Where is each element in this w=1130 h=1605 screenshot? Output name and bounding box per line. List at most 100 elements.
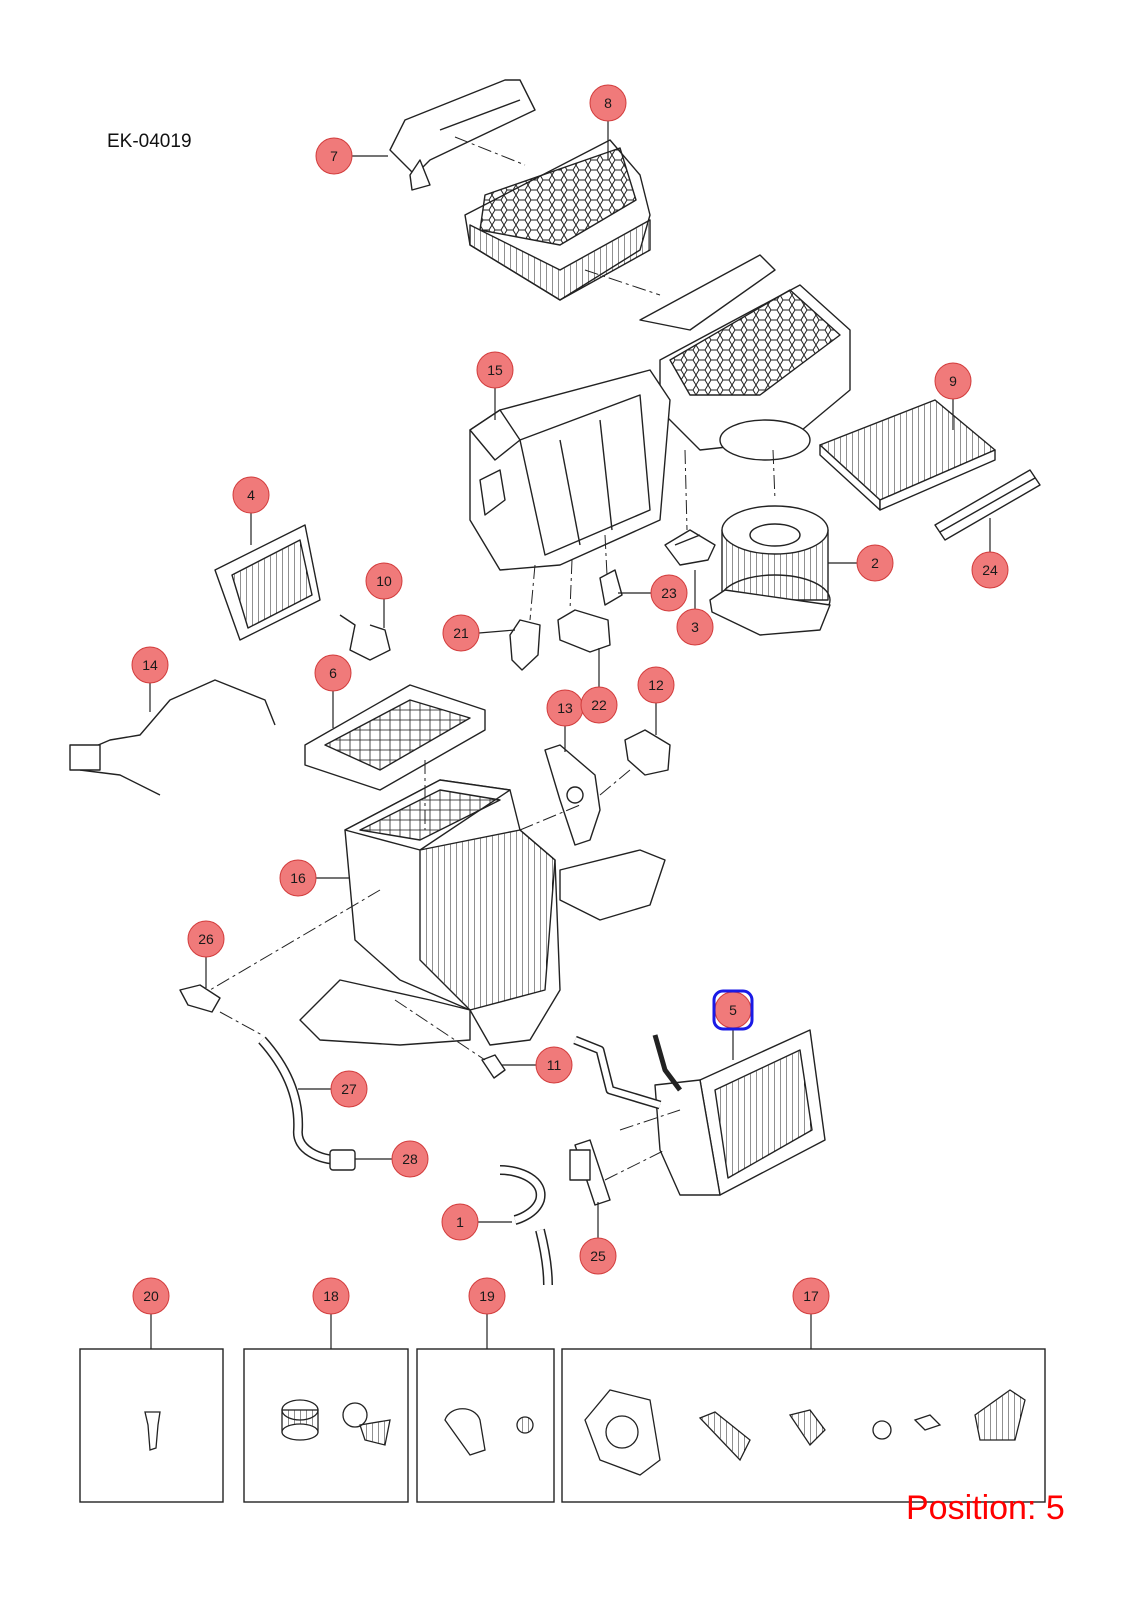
callout-1[interactable]: 1: [441, 1203, 479, 1241]
callout-6[interactable]: 6: [314, 654, 352, 692]
heater-case-part: [469, 369, 671, 571]
callout-label-9: 9: [949, 373, 957, 389]
callout-2[interactable]: 2: [856, 544, 894, 582]
kit-box-17: [561, 1348, 1046, 1503]
callout-11[interactable]: 11: [535, 1046, 573, 1084]
callout-label-8: 8: [604, 95, 612, 111]
callout-label-13: 13: [557, 700, 573, 716]
kit-box-19: [416, 1348, 555, 1503]
callout-23[interactable]: 23: [650, 574, 688, 612]
blower-motor-part: [709, 505, 831, 636]
callout-label-24: 24: [982, 562, 998, 578]
callout-label-12: 12: [648, 677, 664, 693]
callout-28[interactable]: 28: [391, 1140, 429, 1178]
callout-label-7: 7: [330, 148, 338, 164]
upper-blower-housing-part: [464, 139, 651, 301]
callout-label-10: 10: [376, 573, 392, 589]
callout-27[interactable]: 27: [330, 1070, 368, 1108]
callout-label-14: 14: [142, 657, 158, 673]
callout-3[interactable]: 3: [676, 608, 714, 646]
callout-8[interactable]: 8: [589, 84, 627, 122]
mounting-plate-part: [544, 744, 601, 846]
explode-lines: [209, 136, 776, 1181]
diagram-reference: EK-04019: [107, 131, 192, 152]
mode-actuator-part: [624, 729, 671, 776]
callout-circle-26: [187, 920, 225, 958]
kit-box-18: [243, 1348, 409, 1503]
callout-14[interactable]: 14: [131, 646, 169, 684]
callout-circle-9: [934, 362, 972, 400]
callout-24[interactable]: 24: [971, 551, 1009, 589]
callout-label-27: 27: [341, 1081, 357, 1097]
callout-label-28: 28: [402, 1151, 418, 1167]
kit-18-gears: [281, 1399, 391, 1446]
callout-circle-16: [279, 859, 317, 897]
valve-bracket-part: [569, 1139, 611, 1206]
evaporator-core-part: [654, 1029, 826, 1196]
blower-housing-part: [639, 254, 851, 461]
callout-circle-10: [365, 562, 403, 600]
callout-label-23: 23: [661, 585, 677, 601]
callout-label-26: 26: [198, 931, 214, 947]
callout-label-18: 18: [323, 1288, 339, 1304]
callout-label-21: 21: [453, 625, 469, 641]
callout-21[interactable]: 21: [442, 614, 480, 652]
callout-19[interactable]: 19: [468, 1277, 506, 1315]
callout-circle-24: [971, 551, 1009, 589]
callout-13[interactable]: 13: [546, 689, 584, 727]
callout-label-2: 2: [871, 555, 879, 571]
refrigerant-lines-part: [573, 1034, 682, 1110]
filter-frame-part: [304, 684, 486, 791]
duct-bracket-part-22: [557, 609, 611, 653]
cabin-filter-part: [819, 399, 996, 511]
callout-10[interactable]: 10: [365, 562, 403, 600]
wiring-harness-part: [69, 679, 276, 796]
callout-circle-25: [579, 1237, 617, 1275]
callout-circle-19: [468, 1277, 506, 1315]
callout-circle-23: [650, 574, 688, 612]
callout-label-1: 1: [456, 1214, 464, 1230]
clip-part-11: [481, 1054, 506, 1079]
callout-5[interactable]: 5: [712, 989, 754, 1031]
callout-18[interactable]: 18: [312, 1277, 350, 1315]
duct-clip-part-23: [599, 569, 623, 606]
callout-circle-11: [535, 1046, 573, 1084]
position-indicator: Position: 5: [906, 1489, 1065, 1527]
callout-12[interactable]: 12: [637, 666, 675, 704]
callout-22[interactable]: 22: [580, 686, 618, 724]
callout-circle-17: [792, 1277, 830, 1315]
callout-circle-2: [856, 544, 894, 582]
callout-label-16: 16: [290, 870, 306, 886]
upper-blower-cover-part: [389, 79, 536, 191]
heater-hose-part: [499, 1165, 553, 1286]
kit-19-flap: [444, 1408, 534, 1456]
kit-17-parts: [584, 1389, 1026, 1476]
leader-line-21: [478, 629, 516, 634]
temperature-sensor-part: [339, 614, 391, 661]
callout-17[interactable]: 17: [792, 1277, 830, 1315]
callout-20[interactable]: 20: [132, 1277, 170, 1315]
callout-circle-4: [232, 476, 270, 514]
blower-resistor-part: [664, 529, 716, 566]
callout-circle-15: [476, 351, 514, 389]
callout-9[interactable]: 9: [934, 362, 972, 400]
kit-20-pin: [144, 1411, 161, 1451]
callout-label-20: 20: [143, 1288, 159, 1304]
callout-15[interactable]: 15: [476, 351, 514, 389]
callout-label-11: 11: [547, 1057, 562, 1073]
callout-label-6: 6: [329, 665, 337, 681]
selected-callout-highlight: [712, 989, 754, 1031]
callout-circle-1: [441, 1203, 479, 1241]
callout-circle-27: [330, 1070, 368, 1108]
callout-25[interactable]: 25: [579, 1237, 617, 1275]
callout-16[interactable]: 16: [279, 859, 317, 897]
callout-circle-20: [132, 1277, 170, 1315]
drain-fitting-part-26: [179, 984, 221, 1013]
callout-7[interactable]: 7: [315, 137, 353, 175]
filter-cover-part: [934, 469, 1041, 541]
callout-26[interactable]: 26: [187, 920, 225, 958]
drain-hose-part: [258, 1036, 341, 1165]
callout-4[interactable]: 4: [232, 476, 270, 514]
callout-label-25: 25: [590, 1248, 606, 1264]
